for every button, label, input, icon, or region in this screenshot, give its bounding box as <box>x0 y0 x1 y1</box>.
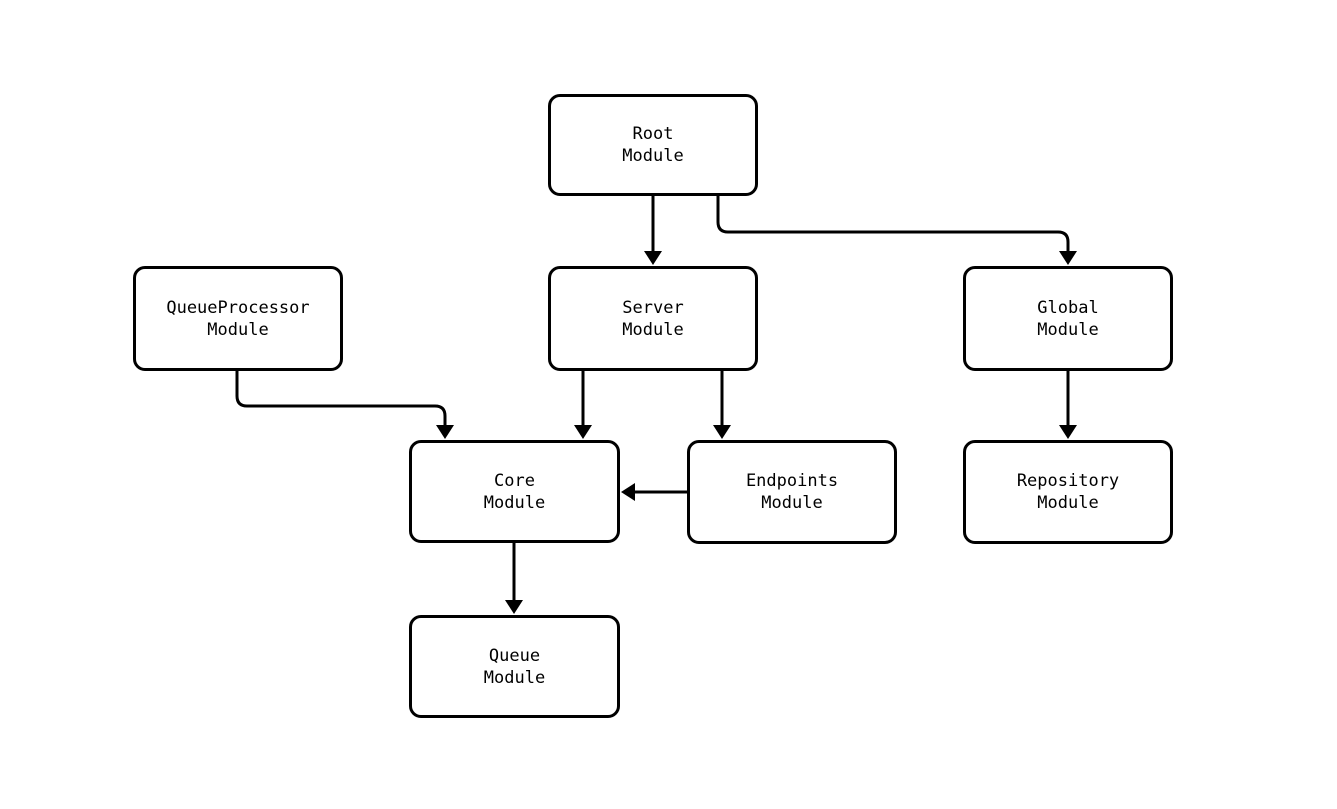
edge-root-to-global <box>716 196 1077 265</box>
node-label-primary: Core <box>494 470 535 491</box>
node-label-primary: Endpoints <box>745 471 839 491</box>
edge-line <box>716 196 1070 258</box>
node-label-secondary: Module <box>1037 319 1099 340</box>
arrowhead-icon <box>1059 251 1077 265</box>
arrowhead-icon <box>644 251 662 265</box>
node-label-secondary: Module <box>1037 493 1099 513</box>
node-label-primary: Global <box>1037 297 1099 318</box>
node-label-secondary: Module <box>207 319 269 340</box>
edge-server-to-endpoints <box>713 371 731 439</box>
edge-line <box>235 371 447 432</box>
edge-server-to-core <box>574 371 592 439</box>
arrowhead-icon <box>713 425 731 439</box>
arrowhead-icon <box>436 425 454 439</box>
edge-queueprocessor-to-core <box>235 371 454 439</box>
arrowhead-icon <box>1059 425 1077 439</box>
node-label-secondary: Module <box>483 667 546 688</box>
arrowhead-icon <box>621 483 635 501</box>
edge-global-to-repository <box>1059 371 1077 439</box>
node-label-secondary: Module <box>761 493 823 513</box>
edge-root-to-server <box>644 196 662 265</box>
edge-endpoints-to-core <box>621 483 687 501</box>
node-label-primary: QueueProcessor <box>166 297 310 318</box>
arrowhead-icon <box>505 600 523 614</box>
node-label-secondary: Module <box>483 492 546 513</box>
node-label-primary: Queue <box>488 645 541 666</box>
arrowhead-icon <box>574 425 592 439</box>
node-label-secondary: Module <box>622 319 684 340</box>
node-label-secondary: Module <box>622 146 684 166</box>
node-label-primary: Server <box>622 297 684 318</box>
node-label-primary: Root <box>632 124 674 144</box>
edge-core-to-queue <box>505 543 523 614</box>
node-label-primary: Repository <box>1016 471 1120 491</box>
